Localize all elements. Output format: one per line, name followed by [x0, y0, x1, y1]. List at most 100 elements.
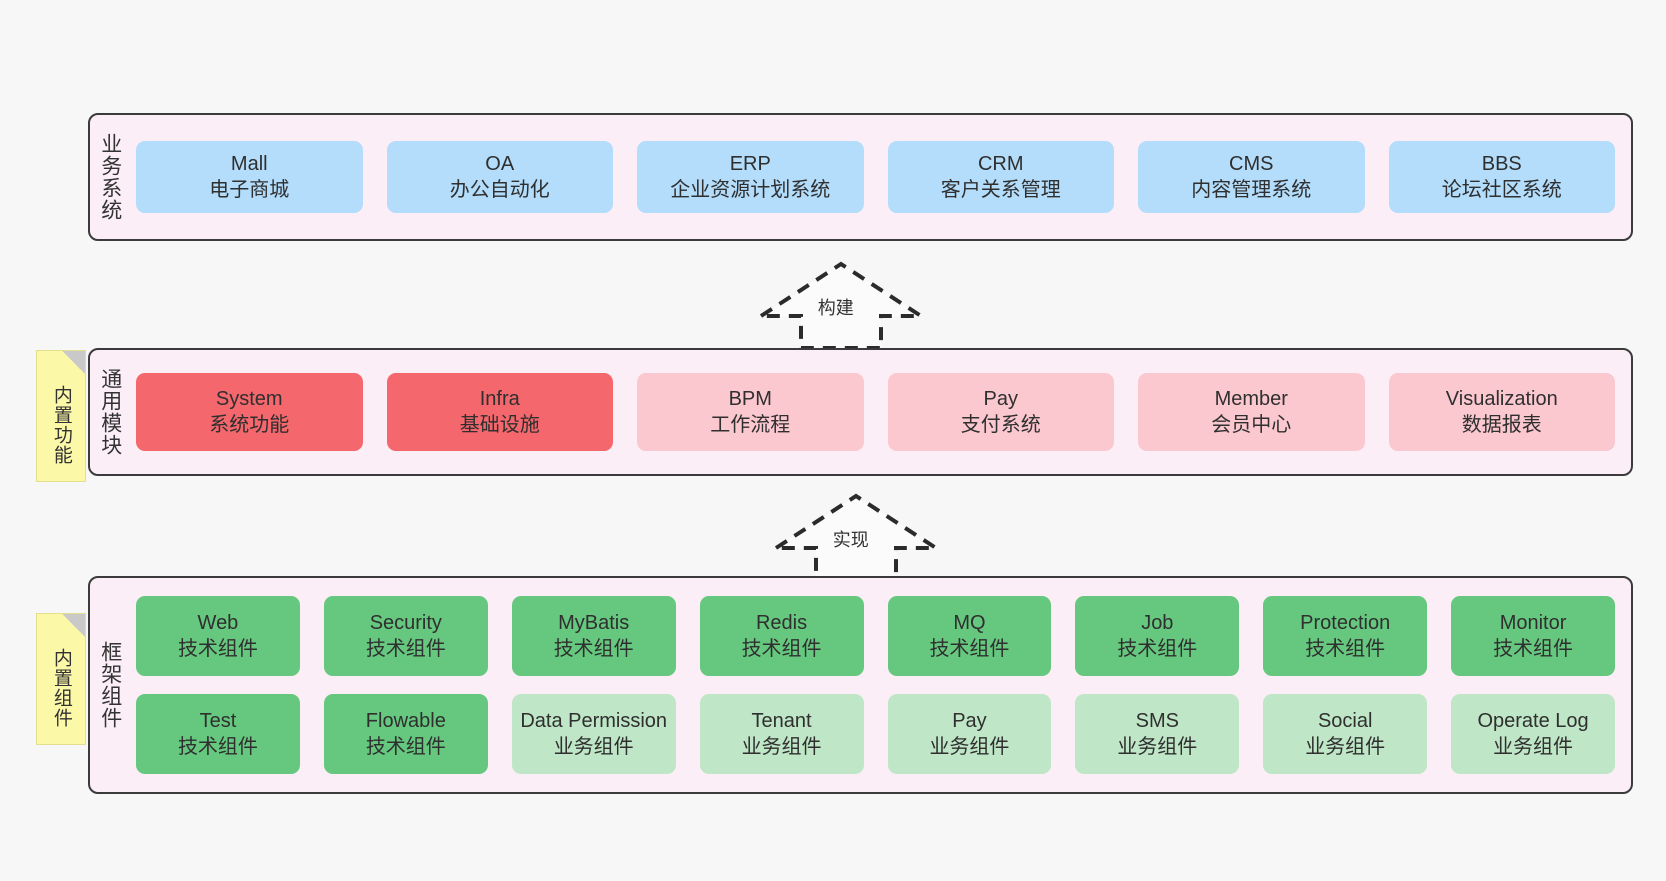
card-monitor[interactable]: Monitor 技术组件 [1451, 596, 1615, 676]
layer-body-common-modules: System 系统功能 Infra 基础设施 BPM 工作流程 Pay 支付系统… [130, 350, 1631, 474]
card-cms[interactable]: CMS 内容管理系统 [1138, 141, 1365, 213]
card-row: Mall 电子商城 OA 办公自动化 ERP 企业资源计划系统 CRM 客户关系… [136, 141, 1615, 213]
card-mall[interactable]: Mall 电子商城 [136, 141, 363, 213]
note-text: 内置组件 [50, 648, 72, 728]
card-title: System [215, 387, 283, 410]
card-pay[interactable]: Pay 支付系统 [887, 373, 1114, 451]
card-title: Redis [755, 611, 808, 634]
card-member[interactable]: Member 会员中心 [1138, 373, 1365, 451]
card-bpm[interactable]: BPM 工作流程 [637, 373, 864, 451]
layer-label-common-modules: 通用模块 [98, 368, 122, 456]
card-title: Infra [479, 387, 520, 410]
card-erp[interactable]: ERP 企业资源计划系统 [637, 141, 864, 213]
card-subtitle: 技术组件 [553, 638, 634, 660]
card-subtitle: 业务组件 [929, 736, 1010, 758]
card-subtitle: 业务组件 [553, 736, 634, 758]
note-text: 内置功能 [50, 385, 72, 465]
card-title: Social [1317, 709, 1373, 732]
card-subtitle: 工作流程 [710, 414, 791, 436]
card-subtitle: 业务组件 [1117, 736, 1198, 758]
card-mq[interactable]: MQ 技术组件 [887, 596, 1052, 676]
card-subtitle: 技术组件 [1117, 638, 1198, 660]
card-subtitle: 支付系统 [960, 414, 1041, 436]
card-title: Data Permission [520, 709, 668, 732]
card-mybatis[interactable]: MyBatis 技术组件 [511, 596, 676, 676]
card-title: Protection [1300, 611, 1391, 634]
card-pay-component[interactable]: Pay 业务组件 [887, 694, 1052, 774]
card-test[interactable]: Test 技术组件 [136, 694, 300, 774]
card-subtitle: 技术组件 [741, 638, 822, 660]
card-subtitle: 会员中心 [1211, 414, 1292, 436]
card-row: Web 技术组件 Security 技术组件 MyBatis 技术组件 Redi… [136, 596, 1615, 676]
card-system[interactable]: System 系统功能 [136, 373, 363, 451]
card-bbs[interactable]: BBS 论坛社区系统 [1388, 141, 1615, 213]
layer-label-business-systems: 业务系统 [98, 133, 122, 221]
note-builtin-functions: 内置功能 [36, 350, 86, 482]
card-title: BPM [728, 387, 772, 410]
implement-arrow-label: 实现 [832, 530, 869, 550]
card-subtitle: 论坛社区系统 [1441, 179, 1562, 201]
card-tenant[interactable]: Tenant 业务组件 [699, 694, 864, 774]
card-operate-log[interactable]: Operate Log 业务组件 [1451, 694, 1615, 774]
layer-body-framework-components: Web 技术组件 Security 技术组件 MyBatis 技术组件 Redi… [130, 578, 1631, 792]
layer-framework-components: 框架组件 Web 技术组件 Security 技术组件 MyBatis 技术组件… [88, 576, 1633, 794]
card-subtitle: 客户关系管理 [940, 179, 1061, 201]
card-subtitle: 业务组件 [741, 736, 822, 758]
card-subtitle: 基础设施 [459, 414, 540, 436]
card-subtitle: 技术组件 [1493, 638, 1574, 660]
card-crm[interactable]: CRM 客户关系管理 [887, 141, 1114, 213]
layer-body-business-systems: Mall 电子商城 OA 办公自动化 ERP 企业资源计划系统 CRM 客户关系… [130, 115, 1631, 239]
card-subtitle: 企业资源计划系统 [670, 179, 831, 201]
card-subtitle: 技术组件 [929, 638, 1010, 660]
layer-common-modules: 通用模块 System 系统功能 Infra 基础设施 BPM 工作流程 Pay… [88, 348, 1633, 476]
card-flowable[interactable]: Flowable 技术组件 [323, 694, 488, 774]
card-protection[interactable]: Protection 技术组件 [1263, 596, 1428, 676]
card-title: Tenant [751, 709, 812, 732]
card-infra[interactable]: Infra 基础设施 [386, 373, 613, 451]
build-arrow-label: 构建 [817, 298, 854, 318]
card-title: MQ [953, 611, 986, 634]
card-title: CRM [977, 152, 1024, 175]
card-subtitle: 数据报表 [1461, 414, 1542, 436]
card-title: MyBatis [558, 611, 630, 634]
card-subtitle: 办公自动化 [449, 179, 550, 201]
card-title: Monitor [1499, 611, 1567, 634]
card-title: OA [485, 152, 515, 175]
card-title: CMS [1229, 152, 1274, 175]
card-oa[interactable]: OA 办公自动化 [386, 141, 613, 213]
card-title: Operate Log [1477, 709, 1589, 732]
card-subtitle: 技术组件 [177, 638, 258, 660]
card-title: Pay [983, 387, 1018, 410]
card-web[interactable]: Web 技术组件 [136, 596, 300, 676]
build-arrow: 构建 [753, 258, 929, 350]
card-title: BBS [1481, 152, 1522, 175]
card-title: Security [369, 611, 442, 634]
layer-business-systems: 业务系统 Mall 电子商城 OA 办公自动化 ERP 企业资源计划系统 CRM… [88, 113, 1633, 241]
card-subtitle: 业务组件 [1493, 736, 1574, 758]
implement-arrow: 实现 [768, 490, 944, 582]
folded-corner-icon [62, 351, 85, 374]
folded-corner-icon [62, 614, 85, 637]
card-row: Test 技术组件 Flowable 技术组件 Data Permission … [136, 694, 1615, 774]
card-redis[interactable]: Redis 技术组件 [699, 596, 864, 676]
card-subtitle: 技术组件 [365, 736, 446, 758]
card-title: Flowable [365, 709, 446, 732]
card-title: Mall [230, 152, 268, 175]
card-subtitle: 内容管理系统 [1191, 179, 1312, 201]
card-subtitle: 业务组件 [1305, 736, 1386, 758]
card-title: Web [197, 611, 239, 634]
card-sms[interactable]: SMS 业务组件 [1075, 694, 1240, 774]
note-builtin-components: 内置组件 [36, 613, 86, 745]
card-security[interactable]: Security 技术组件 [323, 596, 488, 676]
card-title: Job [1141, 611, 1174, 634]
card-subtitle: 系统功能 [209, 414, 290, 436]
card-title: Pay [952, 709, 987, 732]
layer-label-framework-components: 框架组件 [98, 641, 122, 729]
card-visualization[interactable]: Visualization 数据报表 [1388, 373, 1615, 451]
card-job[interactable]: Job 技术组件 [1075, 596, 1240, 676]
card-title: SMS [1135, 709, 1179, 732]
card-title: Test [199, 709, 237, 732]
card-social[interactable]: Social 业务组件 [1263, 694, 1428, 774]
card-data-permission[interactable]: Data Permission 业务组件 [511, 694, 676, 774]
